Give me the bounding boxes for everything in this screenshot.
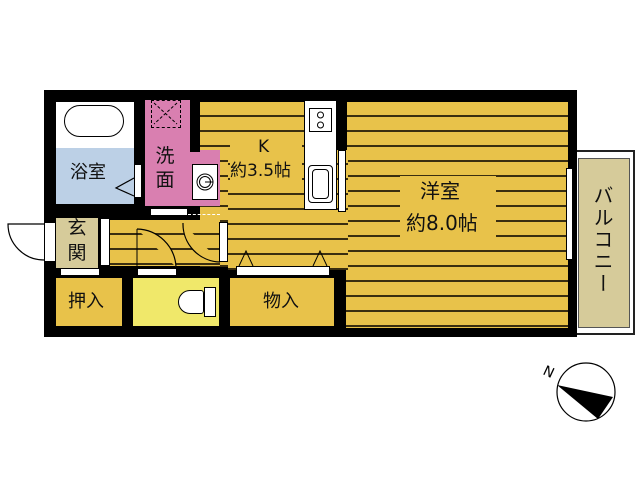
washroom-label: 洗面 [155, 145, 175, 191]
washbasin-icon [192, 164, 218, 200]
kitchen-label-bg [230, 135, 302, 185]
storage-door [236, 266, 330, 276]
bath-door-arrow-icon [114, 177, 135, 197]
hallway-door [219, 222, 228, 262]
western-room-label-bg [400, 176, 496, 242]
compass-n-label: N [540, 363, 556, 382]
partition-kitchen-room [337, 100, 347, 150]
entrance-step [100, 218, 110, 266]
western-room-size: 約8.0帖 [406, 211, 478, 235]
storage-door-hinge-right-icon [312, 250, 328, 267]
entrance-door-swing-icon [7, 223, 45, 261]
balcony-window [566, 168, 573, 260]
entrance [56, 218, 98, 268]
bath [56, 148, 134, 204]
washer-pan-icon [151, 100, 181, 128]
bath-door [134, 164, 142, 198]
western-room-label: 洋室 [420, 179, 460, 203]
balcony-label: バルコニー [590, 185, 614, 295]
sink-icon [308, 165, 333, 203]
toilet-door-swing-icon [136, 228, 177, 268]
entrance-label: 玄関 [67, 217, 87, 264]
storage-door-hinge-left-icon [238, 250, 254, 267]
kitchen-door-swing-icon [182, 222, 221, 263]
washroom-door-rail [188, 210, 220, 215]
entrance-door [44, 222, 56, 262]
toilet-tank-icon [204, 287, 216, 317]
stove-icon [309, 108, 332, 132]
compass-north-icon: N [540, 362, 616, 422]
kitchen-size: 約3.5帖 [230, 161, 292, 181]
washroom-partition [190, 100, 200, 152]
oshiire [56, 278, 122, 326]
kitchen-label: K [258, 137, 270, 157]
balcony [578, 158, 630, 328]
toilet-icon [178, 290, 204, 314]
bath-label: 浴室 [70, 162, 106, 183]
kitchen-window [338, 150, 346, 212]
oshiire-door [60, 268, 100, 276]
bathtub-icon [64, 105, 124, 137]
toilet-room-door [137, 268, 177, 276]
storage [230, 278, 334, 326]
oshiire-label: 押入 [68, 291, 104, 312]
washroom-door [150, 208, 188, 216]
storage-label: 物入 [263, 291, 299, 312]
